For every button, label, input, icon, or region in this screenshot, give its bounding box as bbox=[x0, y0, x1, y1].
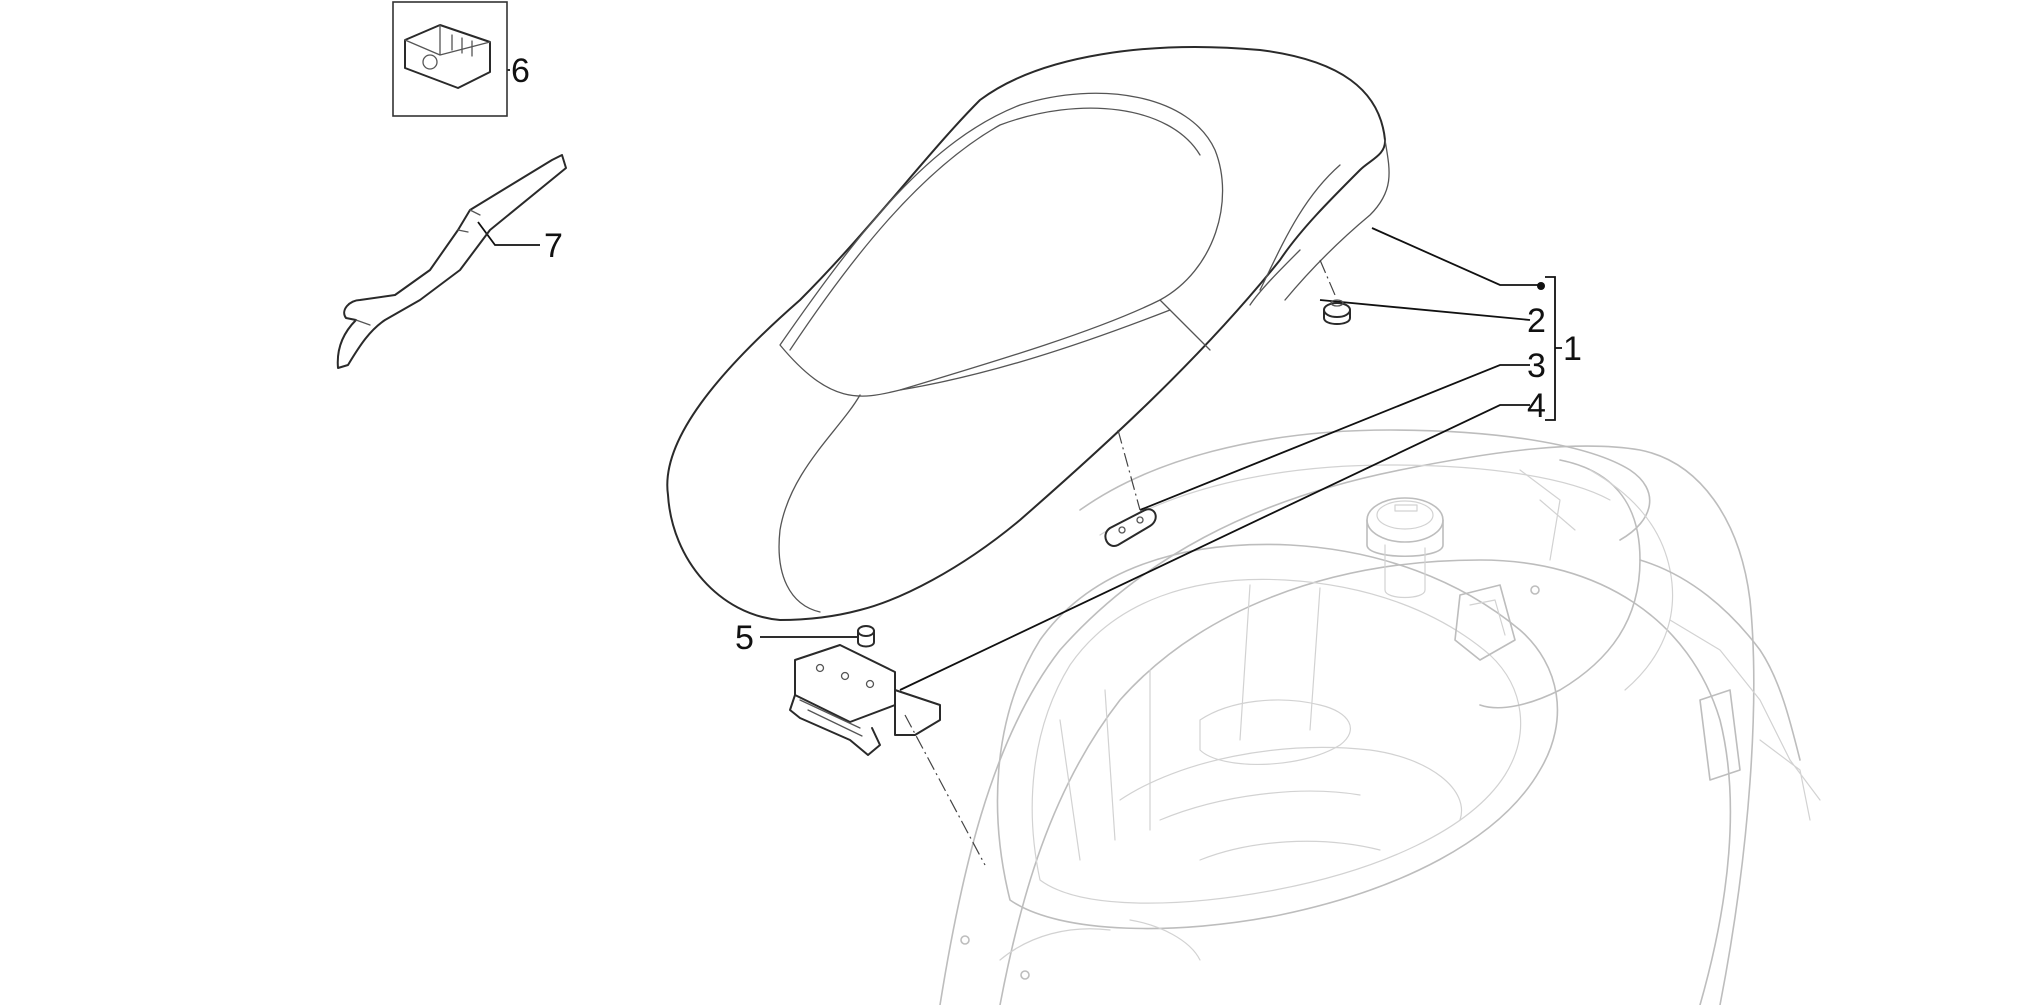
seat bbox=[666, 46, 1390, 621]
rubber-buffer bbox=[1323, 299, 1351, 325]
seat-bump-stop bbox=[1104, 508, 1157, 547]
callout-7: 7 bbox=[544, 227, 563, 265]
spanner-tool bbox=[336, 154, 567, 369]
callout-1: 1 bbox=[1563, 330, 1582, 368]
callout-2: 2 bbox=[1527, 302, 1546, 340]
clip-part-frame bbox=[392, 1, 508, 117]
clip-icon bbox=[404, 24, 491, 89]
callout-6: 6 bbox=[511, 52, 530, 90]
callout-4: 4 bbox=[1527, 387, 1546, 425]
cap-nut bbox=[857, 625, 875, 648]
callout-labels: 1 2 3 4 5 6 7 bbox=[511, 52, 1582, 657]
callout-3: 3 bbox=[1527, 347, 1546, 385]
assembly-axis-lines bbox=[904, 259, 1336, 866]
fuel-cap-icon bbox=[1366, 497, 1444, 599]
leader-lines bbox=[477, 69, 1562, 691]
scooter-body bbox=[939, 429, 1821, 1005]
seat-lock-bracket bbox=[789, 644, 941, 756]
callout-5: 5 bbox=[735, 619, 754, 657]
